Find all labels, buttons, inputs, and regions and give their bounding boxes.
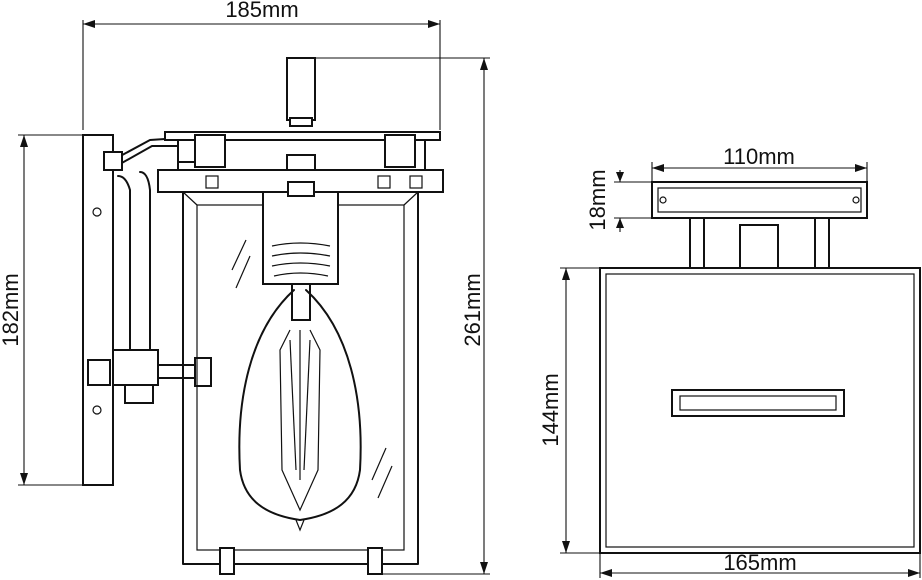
side-view-lantern <box>82 57 444 575</box>
label-261mm: 261mm <box>460 273 485 346</box>
top-view-canopy <box>651 181 868 219</box>
lantern-roof <box>157 57 444 193</box>
lamp-holder <box>262 181 339 321</box>
label-110mm: 110mm <box>723 144 795 169</box>
wall-backplate <box>82 134 114 486</box>
top-view-stems <box>689 217 830 269</box>
top-view-dimensions <box>560 162 921 578</box>
edison-bulb <box>238 289 362 532</box>
mounting-bolt <box>87 349 212 404</box>
label-165mm: 165mm <box>723 550 796 575</box>
top-view-base-plate <box>599 267 921 554</box>
label-144mm: 144mm <box>538 373 563 446</box>
label-185mm: 185mm <box>225 0 298 22</box>
label-18mm: 18mm <box>585 169 610 230</box>
side-view-dimensions <box>18 20 490 575</box>
label-182mm: 182mm <box>0 273 23 346</box>
